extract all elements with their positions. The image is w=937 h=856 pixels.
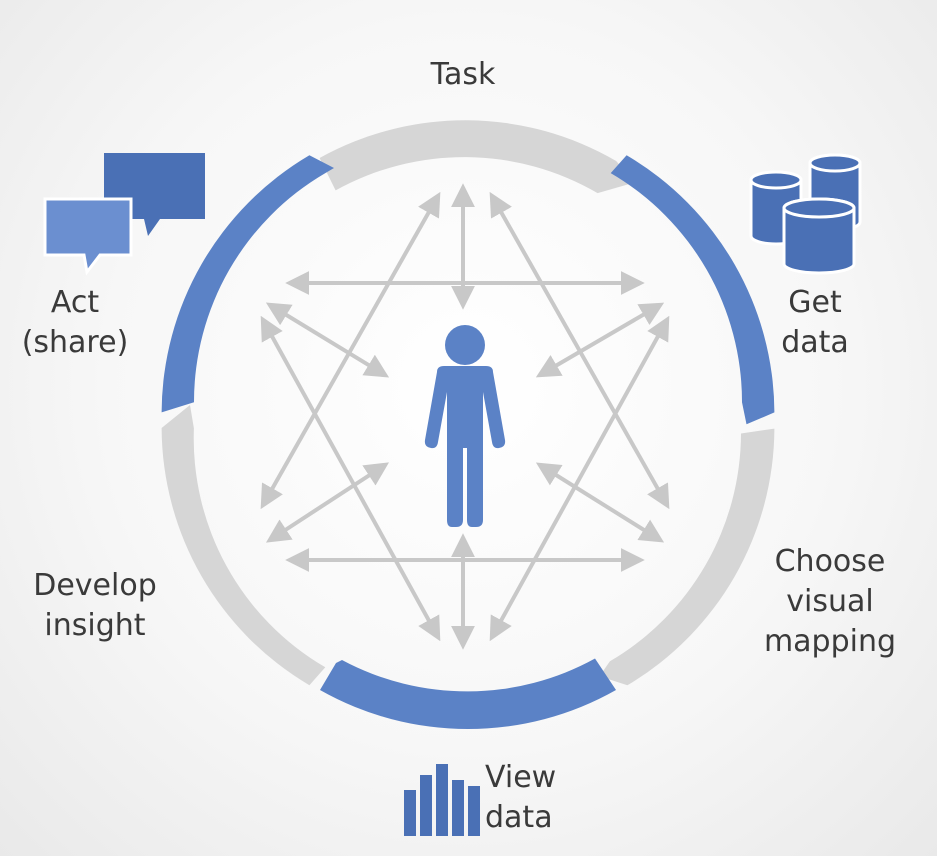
stage-label-task: Task	[403, 55, 523, 95]
stage-label-choose-visual-mapping: Choose visual mapping	[745, 542, 915, 662]
ring-segment-choose-visual-mapping	[599, 428, 775, 686]
arrow	[535, 302, 665, 378]
arrow	[265, 462, 390, 543]
task-label: Task	[430, 57, 496, 92]
develop-label-line1: Develop	[33, 568, 157, 603]
ring-segment-develop-insight	[161, 405, 326, 686]
get-data-label-line2: data	[781, 325, 849, 360]
ring-segment-task	[319, 120, 635, 194]
ring-segment-view-data	[320, 658, 616, 730]
choose-label-line2: visual	[786, 584, 874, 619]
database-icon	[749, 153, 862, 275]
stage-label-develop-insight: Develop insight	[15, 566, 175, 646]
get-data-label-line1: Get	[788, 285, 842, 320]
arrow	[535, 462, 665, 543]
view-data-label-line1: View	[485, 760, 557, 795]
ring-segment-get-data	[610, 155, 775, 425]
act-label-line2: (share)	[21, 325, 129, 360]
choose-label-line1: Choose	[774, 544, 886, 579]
speech-bubbles-icon	[43, 153, 205, 276]
develop-label-line2: insight	[44, 608, 146, 643]
interconnection-arrows	[260, 183, 670, 650]
cycle-ring	[161, 120, 775, 730]
stage-label-act: Act (share)	[10, 283, 140, 363]
person-icon	[424, 325, 506, 527]
arrow	[260, 315, 441, 642]
arrow	[265, 302, 390, 378]
view-data-label-line2: data	[485, 800, 553, 835]
arrow	[489, 315, 670, 642]
choose-label-line3: mapping	[763, 624, 897, 659]
arrow	[260, 191, 441, 510]
ring-segment-act	[161, 155, 334, 413]
bar-chart-icon	[404, 764, 480, 836]
stage-label-get-data: Get data	[760, 283, 870, 363]
act-label-line1: Act	[50, 285, 100, 320]
stage-label-view-data: View data	[485, 758, 585, 838]
